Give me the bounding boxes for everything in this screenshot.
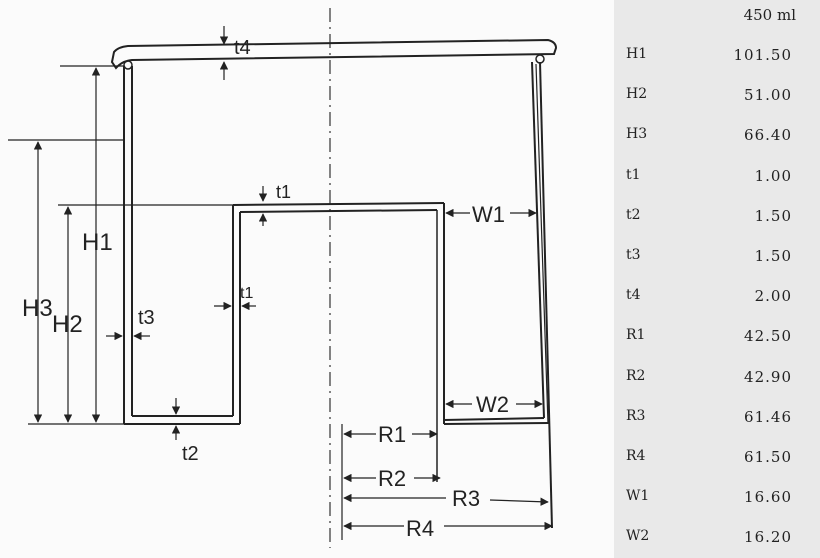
table-row: W1 16.60 [614,488,820,508]
label-r2: R2 [378,466,406,491]
row-value: 16.20 [744,528,792,547]
table-row: t3 1.50 [614,247,820,267]
lid-outline [110,38,558,70]
row-value: 51.00 [744,86,792,105]
outer-wall-right-outer [539,61,553,529]
row-value: 61.50 [744,448,792,466]
table-row: H3 66.40 [614,126,820,146]
row-value: 16.60 [744,488,792,507]
table-row: R2 42.90 [614,368,820,388]
label-t1-top: t1 [276,182,291,202]
cup-cross-section-diagram: t4 t1 t1 t3 t2 H1 H2 H3 W1 W2 R1 R2 R3 R… [8,8,558,548]
table-header-capacity: 450 ml [743,6,796,24]
row-value: 42.50 [744,327,792,346]
row-value: 66.40 [744,126,792,145]
outer-wall-right-mid [535,63,549,425]
row-value: 61.46 [744,407,792,426]
label-r3: R3 [452,486,480,511]
inner-top-outer [232,202,445,206]
row-label: H1 [626,46,648,62]
row-value: 1.50 [754,247,792,265]
row-label: t1 [626,166,641,183]
label-w1: W1 [472,202,505,227]
row-value: 101.50 [733,46,792,64]
right-step-bottom [443,422,549,425]
right-step-top [443,417,545,421]
row-value: 1.00 [754,166,792,185]
label-t4: t4 [234,37,251,59]
table-row: W2 16.20 [614,528,820,548]
label-h3: H3 [22,295,53,322]
table-row: H1 101.50 [614,46,820,66]
row-label: H3 [626,126,648,143]
row-label: W2 [626,528,650,545]
row-value: 2.00 [754,287,792,306]
row-label: R3 [626,407,646,424]
label-h2: H2 [52,311,83,338]
table-row: t1 1.00 [614,167,820,187]
lid-left-bead [123,60,133,70]
table-row: R4 61.50 [614,448,820,468]
lid-right-bead [535,54,545,64]
table-row: R1 42.50 [614,327,820,347]
label-r1: R1 [378,422,406,447]
row-label: H2 [626,86,648,103]
row-label: R2 [626,367,646,384]
row-label: t4 [626,287,641,304]
r3-dim-right [489,497,549,506]
table-row: H2 51.00 [614,86,820,106]
label-w2: W2 [476,392,509,417]
label-t3: t3 [138,307,155,329]
row-label: t2 [626,206,641,223]
label-h1: H1 [82,229,113,256]
label-t2: t2 [182,443,199,465]
row-label: R1 [626,327,646,344]
table-row: t4 2.00 [614,287,820,307]
outer-wall-right-inner [531,61,545,419]
label-r4: R4 [406,516,434,541]
row-value: 1.50 [754,206,792,225]
row-label: R4 [626,448,646,464]
row-label: t3 [626,247,641,263]
row-value: 42.90 [744,367,792,386]
row-label: W1 [626,488,650,505]
inner-top-inner [239,209,438,213]
label-t1-side: t1 [240,285,253,302]
table-row: t2 1.50 [614,207,820,227]
table-row: R3 61.46 [614,408,820,428]
